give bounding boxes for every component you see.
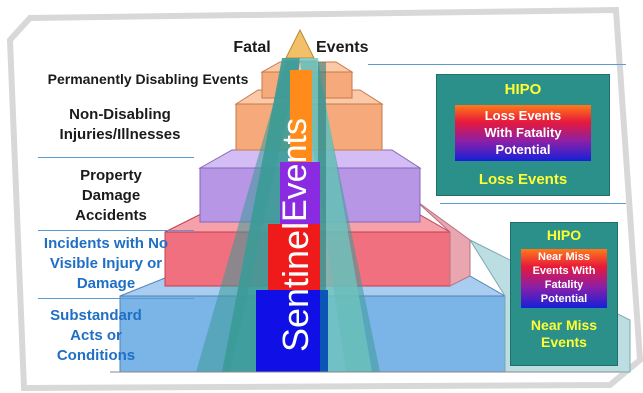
hipo-near-miss-line-3: Fatality [544, 279, 584, 291]
label-events: Events [316, 39, 369, 56]
pyramid-text-upper: Events [276, 118, 314, 222]
label-property-damage: Property Damage Accidents [46, 166, 176, 226]
label-incidents-1: Incidents with No [43, 235, 169, 252]
rule-top-right [368, 64, 626, 65]
label-incidents-2: Visible Injury or [49, 255, 163, 272]
hipo-near-miss-footer: Near Miss Events [511, 317, 617, 351]
rule-hipo-loss [440, 203, 626, 204]
hipo-near-miss-footer-2: Events [541, 334, 587, 350]
frame-border [6, 6, 643, 392]
label-property-3: Accidents [75, 207, 147, 224]
label-fatal: Fatal [233, 39, 271, 56]
label-substandard-2: Acts or [70, 327, 122, 344]
label-substandard-1: Substandard [50, 307, 142, 324]
hipo-near-miss-line-1: Near Miss [538, 251, 590, 263]
sentinel-bar-blue [256, 290, 320, 372]
hipo-loss-footer: Loss Events [478, 171, 568, 188]
hipo-loss-title: HIPO [504, 81, 542, 98]
hipo-loss-line-1: Loss Events [484, 108, 562, 123]
sentinel-bar-purple [280, 162, 320, 224]
hipo-near-miss-box: HIPO Near Miss Events With Fatality Pote… [510, 222, 618, 366]
label-non-disabling: Non-Disabling Injuries/Illnesses [40, 105, 200, 145]
label-permanently-disabling: Permanently Disabling Events [47, 71, 249, 87]
hipo-near-miss-line-4: Potential [540, 293, 588, 305]
label-property-2: Damage [81, 187, 141, 204]
hipo-loss-gradient: Loss Events With Fatality Potential [455, 105, 591, 161]
hipo-loss-box: HIPO Loss Events With Fatality Potential… [436, 74, 610, 196]
sentinel-bar-orange [290, 70, 312, 162]
hipo-loss-line-3: Potential [495, 142, 551, 157]
rule-3 [38, 298, 194, 299]
label-incidents-3: Damage [76, 275, 136, 292]
hipo-near-miss-footer-1: Near Miss [530, 317, 598, 333]
label-substandard: Substandard Acts or Conditions [36, 306, 156, 366]
rule-2 [38, 230, 194, 231]
hipo-near-miss-line-2: Events With [532, 265, 596, 277]
sentinel-bar-shadow [320, 290, 328, 372]
sentinel-bar-red [268, 224, 320, 290]
hipo-loss-line-2: With Fatality [484, 125, 562, 140]
label-non-disabling-2: Injuries/Illnesses [59, 126, 181, 143]
hipo-near-miss-gradient: Near Miss Events With Fatality Potential [521, 249, 607, 308]
hipo-near-miss-title: HIPO [546, 227, 582, 243]
label-substandard-3: Conditions [56, 347, 136, 364]
label-property-1: Property [80, 167, 142, 184]
label-non-disabling-1: Non-Disabling [69, 106, 171, 123]
rule-1 [38, 157, 194, 158]
label-incidents: Incidents with No Visible Injury or Dama… [28, 234, 184, 294]
pyramid-text-lower: Sentinel [275, 222, 316, 352]
